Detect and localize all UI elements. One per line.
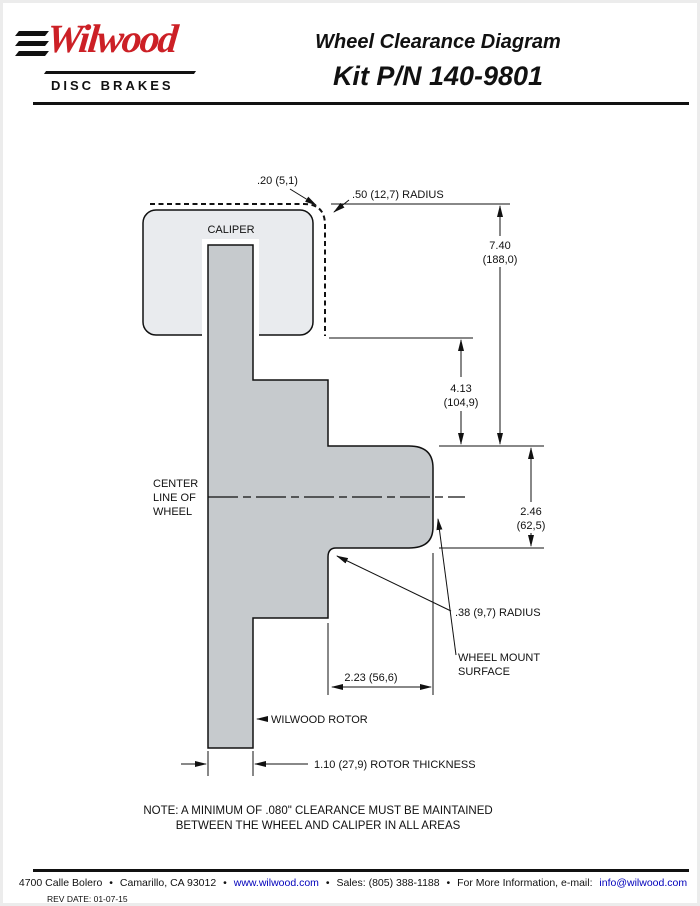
dim-hat-depth: 2.23 (56,6) <box>344 672 397 684</box>
leader-top-gap <box>289 188 317 206</box>
dim-hub-radius: .38 (9,7) RADIUS <box>455 607 541 619</box>
label-wheel-mount-2: SURFACE <box>458 666 510 678</box>
footer-website-link[interactable]: www.wilwood.com <box>233 877 319 889</box>
footer-address: 4700 Calle Bolero <box>18 877 103 889</box>
clearance-note: NOTE: A MINIMUM OF .080" CLEARANCE MUST … <box>58 804 578 834</box>
leader-hub-radius <box>336 555 452 612</box>
footer-rule <box>33 869 689 872</box>
page-title: Wheel Clearance Diagram <box>315 31 561 53</box>
logo-tagline: DISC BRAKES <box>51 78 174 93</box>
dim-rotor-thickness: 1.10 (27,9) ROTOR THICKNESS <box>314 759 476 771</box>
footer-sales-phone: Sales: (805) 388-1188 <box>336 877 440 889</box>
wilwood-logo: Wilwood DISC BRAKES <box>15 15 200 99</box>
footer-email-link[interactable]: info@wilwood.com <box>599 877 688 889</box>
label-centerline-1: CENTER <box>153 478 198 490</box>
dim-hub-mm: (62,5) <box>517 520 546 532</box>
clearance-note-line1: NOTE: A MINIMUM OF .080" CLEARANCE MUST … <box>143 805 493 817</box>
footer-contact-line: 4700 Calle Bolero • Camarillo, CA 93012 … <box>3 877 697 889</box>
clearance-note-line2: BETWEEN THE WHEEL AND CALIPER IN ALL ARE… <box>175 820 461 832</box>
dim-top-radius: .50 (12,7) RADIUS <box>352 189 444 201</box>
dim-caliper-depth-mm: (104,9) <box>444 397 479 409</box>
leader-wheel-mount-surface <box>436 518 457 656</box>
label-caliper: CALIPER <box>207 224 254 236</box>
label-wheel-mount-1: WHEEL MOUNT <box>458 652 540 664</box>
dim-top-gap: .20 (5,1) <box>257 175 298 187</box>
dim-hub-in: 2.46 <box>520 506 541 518</box>
footer-info-label: For More Information, e-mail: <box>457 877 593 889</box>
kit-part-number: Kit P/N 140-9801 <box>332 61 544 91</box>
label-centerline-3: WHEEL <box>153 506 192 518</box>
label-rotor: WILWOOD ROTOR <box>271 714 368 726</box>
footer-bullet: • <box>446 877 451 889</box>
dim-overall-height-mm: (188,0) <box>483 254 518 266</box>
footer-bullet: • <box>109 877 113 889</box>
footer-city: Camarillo, CA 93012 <box>119 877 217 889</box>
leader-top-radius <box>333 199 350 213</box>
wheel-clearance-envelope-dashed-line <box>150 203 326 336</box>
rev-date: REV DATE: 01-07-15 <box>47 894 128 904</box>
header-rule <box>33 102 689 105</box>
dim-overall-height-in: 7.40 <box>489 240 510 252</box>
footer-bullet: • <box>223 877 227 889</box>
dim-caliper-depth-in: 4.13 <box>450 383 471 395</box>
wheel-clearance-diagram: 7.40 (188,0) 4.13 (104,9) 2.46 (62,5) 2.… <box>142 175 546 776</box>
label-centerline-2: LINE OF <box>153 492 196 504</box>
footer-bullet: • <box>325 877 330 889</box>
